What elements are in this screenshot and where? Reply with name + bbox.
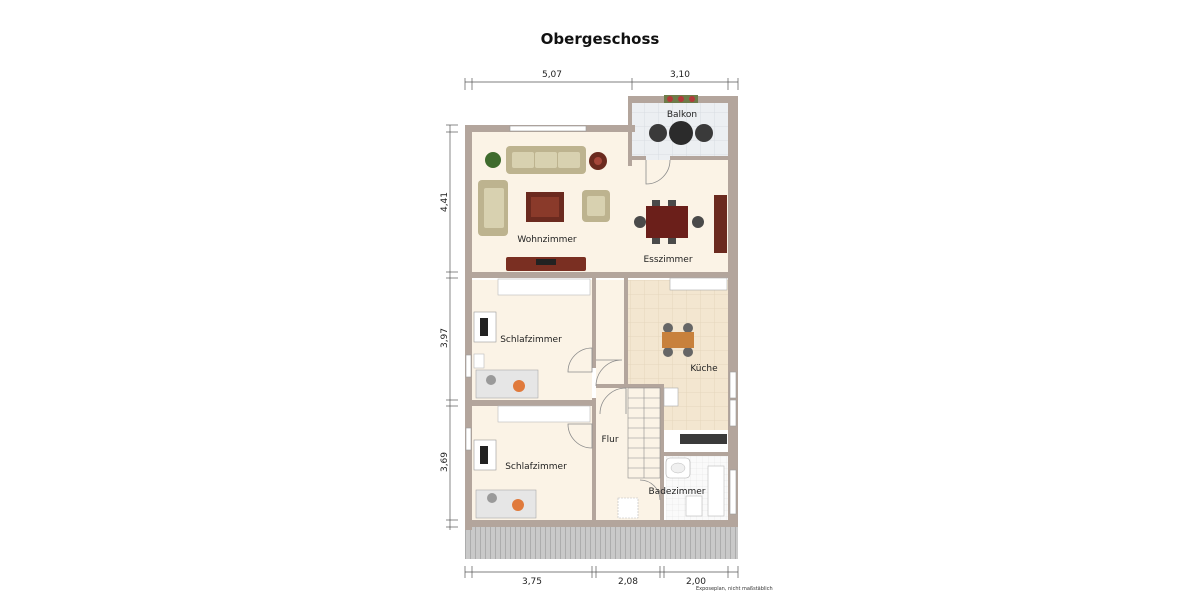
dining-table (634, 200, 704, 244)
dim-bottom-middle: 2,08 (618, 577, 638, 587)
label-badezimmer: Badezimmer (649, 487, 706, 497)
label-balkon: Balkon (667, 110, 697, 120)
label-schlafzimmer-1: Schlafzimmer (500, 335, 562, 345)
page-title: Obergeschoss (540, 30, 660, 48)
kitchen-furniture (662, 277, 728, 444)
bedroom-1-furniture (473, 278, 591, 399)
label-esszimmer: Esszimmer (643, 255, 692, 265)
balcony-furniture (649, 95, 713, 145)
plant-icon (485, 152, 501, 168)
dimension-lines (446, 78, 739, 578)
armchair (582, 190, 610, 222)
label-kueche: Küche (690, 364, 718, 374)
sofa-top (506, 146, 586, 174)
bedroom-2-furniture (473, 405, 591, 519)
dim-bottom-left: 3,75 (522, 577, 542, 587)
roof-area (465, 522, 738, 559)
dim-top-right: 3,10 (670, 70, 690, 80)
dim-left-bottom: 3,69 (440, 452, 450, 472)
label-schlafzimmer-2: Schlafzimmer (505, 462, 567, 472)
staircase (627, 387, 661, 479)
side-table-top (594, 157, 602, 165)
dim-left-top: 4,41 (440, 192, 450, 212)
dim-left-middle: 3,97 (440, 328, 450, 348)
sideboard (714, 195, 727, 253)
label-flur: Flur (601, 435, 618, 445)
bathroom-fixtures (617, 457, 725, 519)
dim-bottom-right: 2,00 (686, 577, 706, 587)
dim-top-left: 5,07 (542, 70, 562, 80)
sofa-left (478, 180, 508, 236)
scale-note: Exposeplan, nicht maßstäblich (696, 586, 773, 592)
tv (536, 259, 556, 265)
coffee-table-top (531, 197, 559, 217)
windows (465, 125, 737, 515)
label-wohnzimmer: Wohnzimmer (517, 235, 577, 245)
doors (567, 159, 671, 501)
